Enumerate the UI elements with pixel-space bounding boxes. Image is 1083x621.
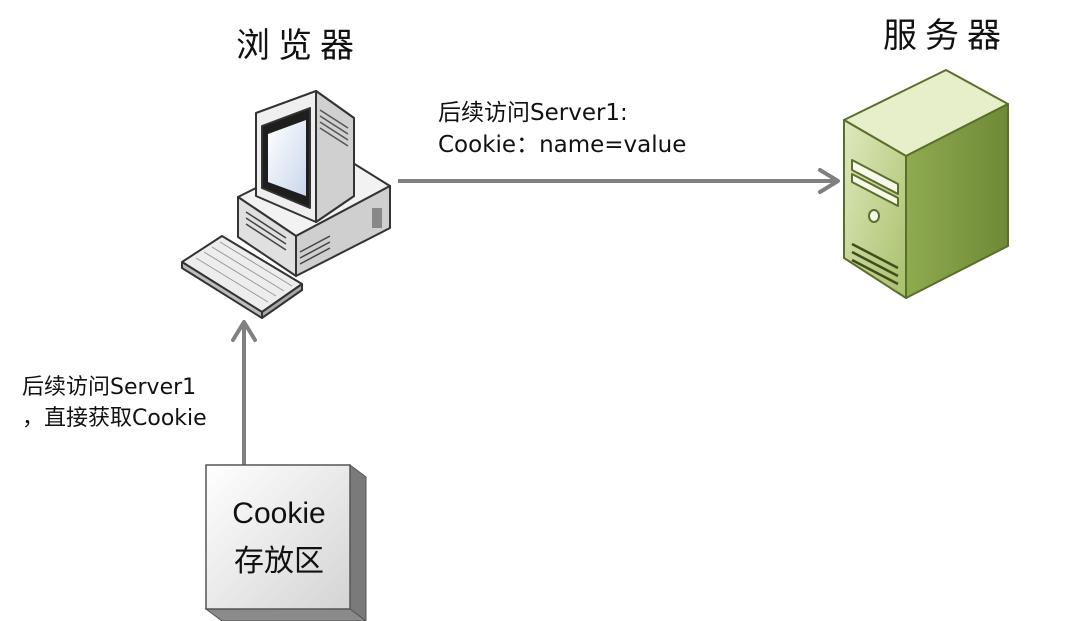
cookie-arrow — [231, 320, 257, 465]
storage-label-line1: 后续访问Server1 — [22, 375, 197, 400]
cookie-storage-box — [204, 464, 367, 621]
server-title: 服务器 — [883, 16, 1009, 56]
server-icon — [843, 69, 1009, 299]
cookie-box-label-line1: Cookie — [232, 497, 326, 530]
request-label: 后续访问Server1: Cookie：name=value — [438, 97, 686, 161]
storage-label-line2: ，直接获取Cookie — [22, 406, 207, 431]
storage-label: 后续访问Server1 ，直接获取Cookie — [22, 372, 207, 434]
browser-title: 浏览器 — [236, 26, 362, 66]
cookie-box-label-line2: 存放区 — [234, 544, 324, 579]
request-label-line1: 后续访问Server1: — [438, 100, 628, 126]
request-arrow — [398, 168, 840, 194]
computer-icon — [181, 90, 391, 319]
request-label-line2: Cookie：name=value — [438, 132, 687, 158]
